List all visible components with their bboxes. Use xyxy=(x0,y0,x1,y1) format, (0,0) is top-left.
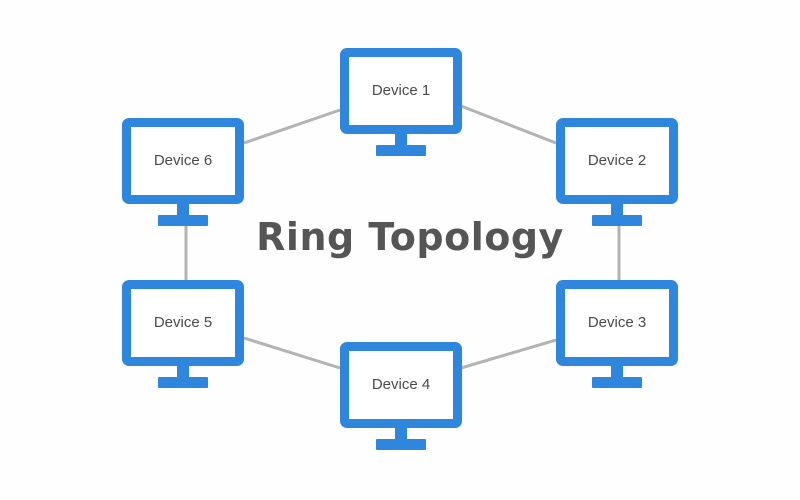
diagram-title: Ring Topology xyxy=(256,215,564,259)
monitor-stand-base xyxy=(158,215,208,226)
device-6-node: Device 6 xyxy=(122,118,244,230)
monitor-icon: Device 3 xyxy=(556,280,678,366)
device-label: Device 1 xyxy=(371,82,431,99)
monitor-stand-base xyxy=(158,377,208,388)
monitor-stand-neck xyxy=(177,204,189,215)
monitor-stand-base xyxy=(376,145,426,156)
monitor-stand-neck xyxy=(611,366,623,377)
monitor-icon: Device 2 xyxy=(556,118,678,204)
monitor-stand-neck xyxy=(611,204,623,215)
monitor-stand-neck xyxy=(177,366,189,377)
link-device4-device5 xyxy=(243,336,341,370)
device-3-node: Device 3 xyxy=(556,280,678,392)
link-device6-device1 xyxy=(243,108,341,145)
device-label: Device 5 xyxy=(153,314,213,331)
monitor-stand-neck xyxy=(395,428,407,439)
device-2-node: Device 2 xyxy=(556,118,678,230)
device-label: Device 4 xyxy=(371,376,431,393)
device-label: Device 6 xyxy=(153,152,213,169)
monitor-stand-base xyxy=(592,215,642,226)
link-device3-device4 xyxy=(460,338,557,370)
link-device1-device2 xyxy=(460,104,557,145)
monitor-stand-neck xyxy=(395,134,407,145)
monitor-icon: Device 5 xyxy=(122,280,244,366)
device-4-node: Device 4 xyxy=(340,342,462,454)
device-5-node: Device 5 xyxy=(122,280,244,392)
monitor-icon: Device 1 xyxy=(340,48,462,134)
monitor-icon: Device 4 xyxy=(340,342,462,428)
device-label: Device 3 xyxy=(587,314,647,331)
monitor-stand-base xyxy=(592,377,642,388)
monitor-icon: Device 6 xyxy=(122,118,244,204)
monitor-stand-base xyxy=(376,439,426,450)
device-label: Device 2 xyxy=(587,152,647,169)
device-1-node: Device 1 xyxy=(340,48,462,160)
